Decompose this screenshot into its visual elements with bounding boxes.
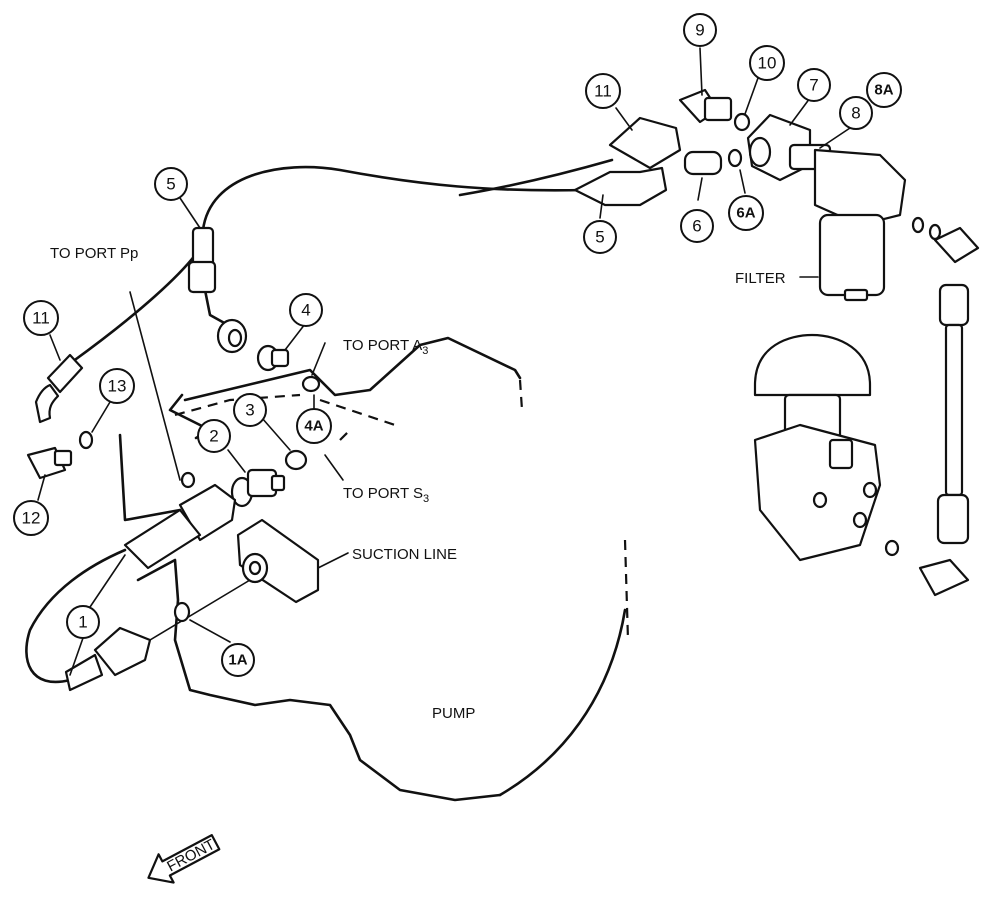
svg-text:10: 10	[758, 54, 777, 73]
svg-text:5: 5	[595, 228, 604, 247]
svg-text:9: 9	[695, 21, 704, 40]
svg-text:1: 1	[78, 613, 87, 632]
callout-8: 8	[839, 96, 873, 130]
svg-text:3: 3	[245, 401, 254, 420]
svg-text:4A: 4A	[304, 418, 323, 435]
callout-3: 3	[233, 393, 267, 427]
callout-1a: 1A	[221, 643, 255, 677]
right-top-fittings	[573, 88, 980, 302]
callout-10: 10	[749, 45, 785, 81]
label-pump: PUMP	[432, 705, 475, 722]
callout-9: 9	[683, 13, 717, 47]
callout-11-right: 11	[585, 73, 621, 109]
svg-text:11: 11	[594, 82, 612, 101]
callout-4a: 4A	[296, 408, 332, 444]
callout-5-left: 5	[154, 167, 188, 201]
svg-text:12: 12	[22, 509, 41, 528]
svg-text:11: 11	[32, 309, 50, 328]
leader-lines	[37, 47, 851, 676]
callout-8a: 8A	[866, 72, 902, 108]
svg-text:8A: 8A	[874, 82, 893, 99]
svg-text:6A: 6A	[736, 205, 755, 222]
svg-text:5: 5	[166, 175, 175, 194]
svg-text:13: 13	[108, 377, 127, 396]
svg-text:2: 2	[209, 427, 218, 446]
callout-7: 7	[797, 68, 831, 102]
svg-text:1A: 1A	[228, 652, 247, 669]
svg-text:6: 6	[692, 217, 701, 236]
text-labels: TO PORT Pp TO PORT A3 TO PORT S3 SUCTION…	[50, 245, 786, 722]
callout-6: 6	[680, 209, 714, 243]
label-front: FRONT	[164, 836, 218, 875]
front-arrow: FRONT	[147, 833, 221, 884]
label-filter: FILTER	[735, 270, 786, 287]
label-to-port-a3: TO PORT A3	[343, 337, 428, 357]
callout-1: 1	[66, 605, 100, 639]
left-fittings	[26, 226, 321, 692]
callout-6a: 6A	[728, 195, 764, 231]
svg-text:8: 8	[851, 104, 860, 123]
accumulator-valve-assembly	[753, 283, 970, 597]
callout-4: 4	[289, 293, 323, 327]
callout-13: 13	[99, 368, 135, 404]
label-to-port-pp: TO PORT Pp	[50, 245, 138, 262]
label-to-port-s3: TO PORT S3	[343, 485, 429, 505]
label-suction-line: SUCTION LINE	[352, 546, 457, 563]
callout-2: 2	[197, 419, 231, 453]
hoses	[25, 158, 614, 684]
svg-text:7: 7	[809, 76, 818, 95]
pump-outline	[118, 336, 630, 802]
callout-12: 12	[13, 500, 49, 536]
svg-text:4: 4	[301, 301, 310, 320]
callout-11-left: 11	[23, 300, 59, 336]
callout-5-right: 5	[583, 220, 617, 254]
